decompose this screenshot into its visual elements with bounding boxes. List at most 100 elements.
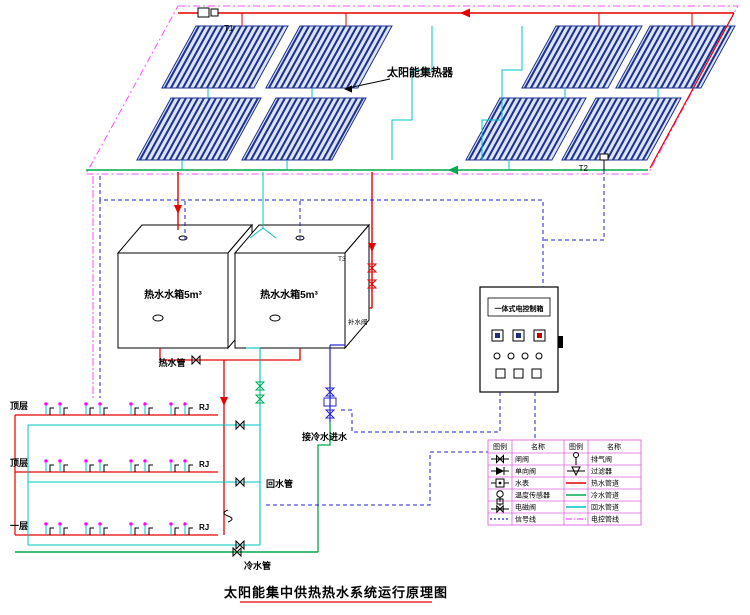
collector-tube-hatch xyxy=(612,97,648,161)
tap-fixture-icon xyxy=(98,522,102,526)
cold-flow-arrow-icon xyxy=(448,165,458,175)
tap-fixture-icon xyxy=(98,402,102,406)
collector-tube-hatch xyxy=(328,25,364,89)
panel-switch-icon xyxy=(533,329,546,342)
tap-spout-icon xyxy=(134,527,139,535)
signal-line xyxy=(266,392,536,506)
collector-tube-hatch xyxy=(654,25,690,89)
tap-fixture-icon xyxy=(58,402,62,406)
tap-spout-icon xyxy=(174,464,179,472)
cold-feed-up xyxy=(317,422,331,552)
collector-tube-hatch xyxy=(244,97,280,161)
collector-tube-hatch xyxy=(286,25,322,89)
collector-bank xyxy=(521,25,643,89)
tank-outlet-valve-icon xyxy=(191,354,201,366)
hot-water-tank xyxy=(233,223,371,350)
collector-tube-hatch xyxy=(690,25,726,89)
cold-pipe-label: 冷水管 xyxy=(244,560,271,571)
return-valve-icon xyxy=(254,394,266,404)
collector-tube-hatch xyxy=(636,97,672,161)
tap-spout-icon xyxy=(49,464,54,472)
legend-header: 图例 xyxy=(569,442,583,451)
collector-tube-hatch xyxy=(584,25,620,89)
collector-tube-hatch xyxy=(280,25,316,89)
pump-motor-icon xyxy=(210,8,219,17)
tap-fixture-icon xyxy=(58,459,62,463)
collector-tube-hatch xyxy=(642,97,678,161)
collector-tube-hatch xyxy=(170,25,206,89)
collector-tube-hatch xyxy=(176,25,212,89)
legend-water-meter-icon xyxy=(498,481,502,485)
tap-spout-icon xyxy=(49,527,54,535)
tap-fixture-icon xyxy=(58,522,62,526)
tank-return xyxy=(262,227,277,239)
collector-bank xyxy=(241,97,367,161)
collector-tube-hatch xyxy=(572,25,608,89)
panel-lamp-icon xyxy=(535,352,543,360)
tap-fixture-icon xyxy=(84,402,88,406)
legend-name: 信号线 xyxy=(515,515,536,524)
tap-spout-icon xyxy=(103,407,108,415)
collector-tube-hatch xyxy=(590,25,626,89)
riser-label-1: RJ xyxy=(199,403,209,412)
signal-line xyxy=(543,170,605,241)
sensor-t2-label: T2 xyxy=(579,164,589,173)
collector-tube-hatch xyxy=(310,25,346,89)
collector-tube-hatch xyxy=(322,25,358,89)
tap-fixture-icon xyxy=(143,522,147,526)
hot-drop-valve-icon xyxy=(366,279,378,289)
pipe-break-icon xyxy=(223,509,233,523)
collector-tube-hatch xyxy=(624,25,660,89)
tap-spout-icon xyxy=(174,527,179,535)
collector-tube-hatch xyxy=(492,97,528,161)
tap-fixture-icon xyxy=(84,459,88,463)
legend-header: 名称 xyxy=(531,442,545,451)
collector-tube-hatch xyxy=(200,25,236,89)
legend-border xyxy=(487,439,642,526)
collector-tube-hatch xyxy=(157,97,193,161)
tap-spout-icon xyxy=(89,407,94,415)
legend-name: 温度传感器 xyxy=(515,491,550,500)
collector-bank xyxy=(265,25,393,89)
collector-tube-hatch xyxy=(181,97,217,161)
riser-label-2: RJ xyxy=(199,460,209,469)
collector-tube-hatch xyxy=(546,97,582,161)
collector-tube-hatch xyxy=(145,97,181,161)
legend-name: 电磁阀 xyxy=(515,503,536,512)
collector-tube-hatch xyxy=(576,97,612,161)
collector-tube-hatch xyxy=(352,25,388,89)
collector-tube-hatch xyxy=(554,25,590,89)
panel-button-icon xyxy=(513,368,524,379)
collector-tube-hatch xyxy=(618,25,654,89)
collector-tube-hatch xyxy=(292,25,328,89)
collector-tube-hatch xyxy=(280,97,316,161)
collector-tube-hatch xyxy=(310,97,346,161)
legend-name: 热水管道 xyxy=(591,479,619,488)
legend-name: 单向阀 xyxy=(515,467,536,476)
control-box xyxy=(479,286,563,393)
tap-spout-icon xyxy=(103,464,108,472)
tank-manhole xyxy=(269,314,281,322)
collector-tube-hatch xyxy=(316,97,352,161)
collector-tube-hatch xyxy=(242,25,278,89)
collector-bank xyxy=(161,25,289,89)
tap-spout-icon xyxy=(148,407,153,415)
tap-fixture-icon xyxy=(44,522,48,526)
tap-spout-icon xyxy=(89,464,94,472)
legend-name: 闸阀 xyxy=(515,455,529,464)
tap-spout-icon xyxy=(148,464,153,472)
collector-tube-hatch xyxy=(636,25,672,89)
floor-valve-icon xyxy=(235,419,245,431)
collector-tube-hatch xyxy=(618,97,654,161)
tap-fixture-icon xyxy=(84,522,88,526)
collector-tube-hatch xyxy=(139,97,175,161)
collector-tube-hatch xyxy=(182,25,218,89)
collector-bank xyxy=(465,97,587,161)
collector-tube-hatch xyxy=(630,97,666,161)
collector-tube-hatch xyxy=(474,97,510,161)
tap-spout-icon xyxy=(188,464,193,472)
tank-front-face xyxy=(234,252,346,349)
signal-line xyxy=(99,176,544,287)
